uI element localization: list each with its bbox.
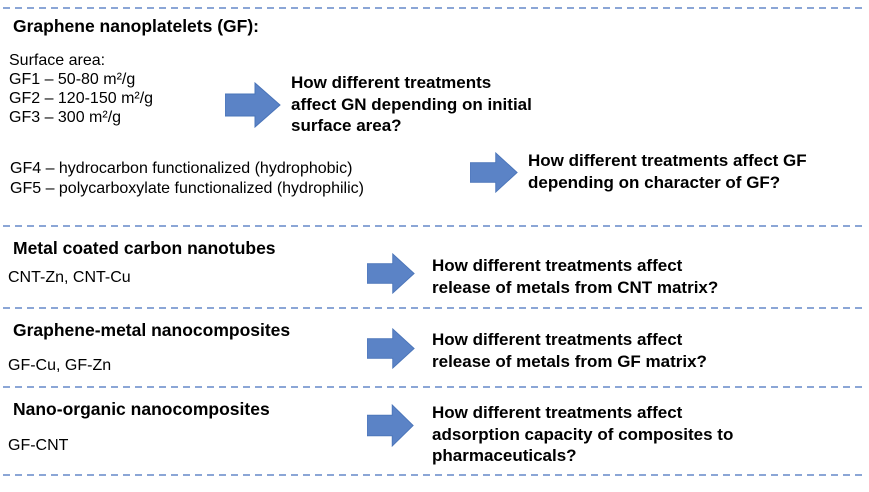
- arrow-right-icon: [367, 253, 415, 294]
- gf-cnt-variant: GF-CNT: [8, 437, 69, 454]
- question-text-character-of-gf: How different treatments affect GF depen…: [528, 151, 807, 192]
- section-divider: [3, 386, 866, 388]
- arrow-right-icon: [367, 404, 414, 447]
- arrow-right-icon: [225, 82, 281, 128]
- surface-area-list: Surface area: GF1 – 50-80 m²/g GF2 – 120…: [9, 52, 154, 126]
- section-heading-metal-coated-cnt: Metal coated carbon nanotubes: [13, 238, 276, 258]
- gf-metal-variants: GF-Cu, GF-Zn: [8, 357, 112, 374]
- section-divider: [3, 307, 866, 309]
- section-divider: [3, 7, 866, 9]
- section-heading-graphene-metal: Graphene-metal nanocomposites: [13, 320, 291, 340]
- section-divider: [3, 474, 866, 476]
- question-text-cnt-matrix: How different treatments affect release …: [432, 256, 719, 297]
- section-divider: [3, 225, 866, 227]
- arrow-right-icon: [470, 152, 518, 193]
- functionalized-list: GF4 – hydrocarbon functionalized (hydrop…: [10, 160, 364, 197]
- section-heading-graphene-nanoplatelets: Graphene nanoplatelets (GF):: [13, 16, 259, 36]
- question-text-adsorption-capacity: How different treatments affect adsorpti…: [432, 403, 734, 465]
- arrow-right-icon: [367, 328, 415, 369]
- question-text-gf-matrix: How different treatments affect release …: [432, 330, 707, 371]
- cnt-variants: CNT-Zn, CNT-Cu: [8, 269, 131, 286]
- section-heading-nano-organic: Nano-organic nanocomposites: [13, 399, 270, 419]
- question-text-surface-area: How different treatments affect GN depen…: [291, 73, 532, 135]
